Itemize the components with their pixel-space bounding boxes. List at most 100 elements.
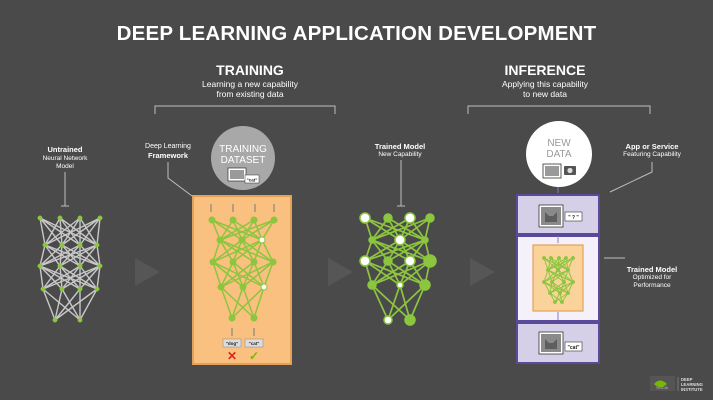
- network-node: [250, 314, 258, 322]
- network-edge: [549, 281, 565, 294]
- network-edge: [371, 284, 389, 321]
- training-dataset-label-1: TRAINING: [219, 144, 267, 155]
- network-node: [550, 280, 555, 285]
- inference-output-tag: "cat": [568, 345, 581, 351]
- network-node: [77, 317, 83, 323]
- network-edge: [44, 217, 81, 246]
- network-edge: [39, 265, 44, 290]
- network-edge: [263, 261, 274, 288]
- network-edge: [371, 260, 411, 286]
- network-edge: [543, 269, 549, 283]
- network-edge: [547, 257, 552, 271]
- network-edge: [551, 269, 569, 283]
- dataset-tag: "cat": [247, 178, 258, 183]
- network-node: [367, 280, 377, 290]
- network-edge: [549, 292, 563, 303]
- network-node: [404, 314, 416, 326]
- network-edge: [371, 239, 411, 262]
- network-node: [208, 216, 216, 224]
- inference-input-tag: " ? ": [568, 215, 579, 221]
- network-node: [394, 234, 406, 246]
- dataset-tag-box: [244, 174, 260, 184]
- output-tag-dog-box: [222, 338, 242, 348]
- network-edge: [399, 284, 411, 321]
- network-edge: [219, 219, 275, 241]
- network-node: [238, 236, 246, 244]
- network-edge: [79, 217, 101, 246]
- network-edge: [543, 257, 549, 271]
- network-edge: [241, 219, 275, 241]
- network-node: [359, 255, 371, 267]
- svg-text:NVIDIA: NVIDIA: [656, 386, 668, 390]
- network-edge: [220, 261, 234, 288]
- network-edge: [219, 219, 234, 241]
- network-edge: [39, 244, 46, 267]
- network-edge: [232, 239, 263, 263]
- network-edge: [547, 257, 574, 271]
- network-node: [52, 317, 58, 323]
- network-edge: [212, 261, 222, 288]
- optimized-title: Trained Model: [626, 265, 678, 274]
- network-node: [557, 256, 562, 261]
- network-edge: [211, 219, 221, 241]
- training-dataset-circle: [211, 126, 275, 190]
- network-edge: [364, 217, 401, 241]
- network-edge: [39, 244, 63, 267]
- network-node: [260, 283, 268, 291]
- network-edge: [387, 239, 426, 262]
- network-edge: [59, 265, 98, 290]
- network-node: [546, 268, 551, 273]
- network-node: [404, 212, 416, 224]
- network-node: [94, 242, 100, 248]
- network-edge: [371, 217, 431, 241]
- inference-input-tag-box: [564, 211, 583, 222]
- network-node: [229, 216, 237, 224]
- network-edge: [54, 288, 81, 321]
- network-node: [42, 242, 48, 248]
- network-edge: [61, 265, 101, 290]
- network-node: [77, 263, 83, 269]
- network-node: [560, 300, 565, 305]
- network-edge: [387, 284, 426, 321]
- framework-line-1: Deep Learning: [145, 143, 191, 150]
- network-edge: [61, 244, 101, 267]
- training-input-arrows: [210, 204, 275, 212]
- network-edge: [557, 257, 560, 271]
- network-edge: [79, 217, 98, 246]
- network-node: [383, 256, 393, 266]
- network-edge: [39, 244, 98, 267]
- network-node: [571, 280, 576, 285]
- training-bracket: [154, 105, 336, 114]
- network-edge: [364, 260, 401, 286]
- output-tag-dog: "dog": [226, 341, 239, 346]
- network-node: [419, 279, 431, 291]
- training-dataset-label-2: DATASET: [221, 155, 266, 166]
- network-edge: [371, 284, 411, 321]
- network-node: [396, 281, 404, 289]
- network-node: [421, 236, 429, 244]
- network-node: [57, 263, 63, 269]
- network-node: [229, 258, 237, 266]
- network-edge: [551, 281, 569, 294]
- untrained-sub-2: Model: [56, 163, 74, 170]
- network-node: [359, 212, 371, 224]
- network-edge: [96, 244, 101, 267]
- check-mark-icon: ✓: [249, 349, 259, 363]
- network-edge: [387, 284, 401, 321]
- framework-pointer: [167, 162, 193, 197]
- network-node: [40, 286, 46, 292]
- network-node: [59, 286, 65, 292]
- network-node: [556, 268, 561, 273]
- network-edge: [61, 217, 101, 246]
- network-node: [423, 254, 437, 268]
- network-node: [258, 236, 266, 244]
- network-edge: [371, 239, 431, 262]
- training-subtitle-2: from existing data: [216, 89, 284, 99]
- training-heading: TRAINING: [216, 62, 284, 78]
- network-edge: [543, 257, 559, 271]
- network-node: [59, 242, 65, 248]
- network-node: [383, 213, 393, 223]
- network-edge: [543, 281, 561, 294]
- network-edge: [220, 286, 233, 319]
